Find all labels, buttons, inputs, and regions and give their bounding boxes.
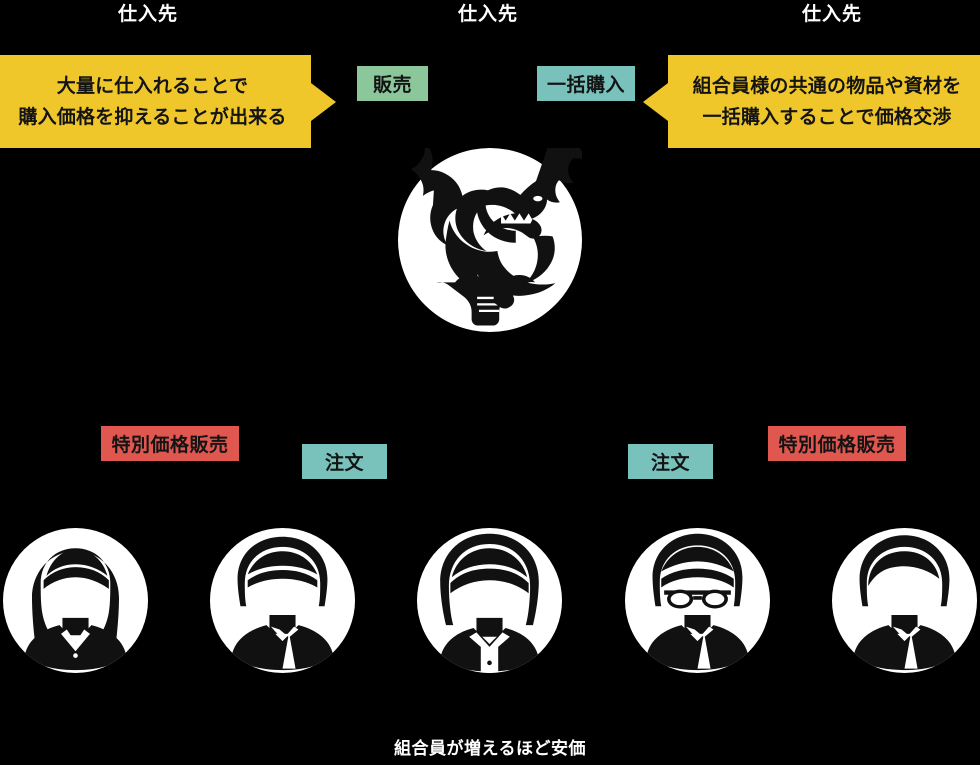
- avatar-man-side-part-suit-icon: [853, 535, 956, 671]
- callout-right-arrow-tip: [643, 83, 668, 121]
- supplier-label-3: 仕入先: [801, 4, 862, 25]
- badge-order-right: 注文: [628, 444, 713, 479]
- avatar-circle: [210, 528, 355, 673]
- badge-special-price-left: 特別価格販売: [101, 426, 239, 461]
- dragon-handshake-icon: [410, 148, 582, 326]
- avatar-circle: [417, 528, 562, 673]
- badge-sell: 販売: [357, 66, 428, 101]
- supplier-label-2: 仕入先: [457, 4, 518, 25]
- supplier-label-1: 仕入先: [117, 4, 178, 25]
- badge-bulk-purchase: 一括購入: [537, 66, 635, 101]
- callout-right: 組合員様の共通の物品や資材を 一括購入することで価格交渉: [643, 55, 980, 148]
- callout-left-line-2: 購入価格を抑えることが出来る: [18, 106, 287, 128]
- badge-special-price-right: 特別価格販売: [768, 426, 906, 461]
- avatar-circle: [832, 528, 977, 673]
- member-avatar-4: [625, 528, 770, 673]
- footer-caption: 組合員が増えるほど安価: [394, 739, 586, 758]
- avatar-circle: [625, 528, 770, 673]
- member-avatar-5: [832, 528, 977, 673]
- avatar-man-glasses-suit-icon: [646, 533, 749, 671]
- callout-right-line-2: 一括購入することで価格交渉: [702, 106, 952, 128]
- avatar-woman-long-hair-icon: [24, 548, 127, 671]
- callout-right-line-1: 組合員様の共通の物品や資材を: [692, 75, 962, 97]
- center-logo: [398, 148, 582, 332]
- member-avatar-1: [3, 528, 148, 673]
- callout-left-arrow-tip: [311, 83, 336, 121]
- callout-left-line-1: 大量に仕入れることで: [56, 75, 249, 97]
- avatar-woman-bob-hair-blouse-icon: [440, 533, 539, 673]
- member-avatar-3: [417, 528, 562, 673]
- callout-left: 大量に仕入れることで 購入価格を抑えることが出来る: [0, 55, 336, 148]
- member-avatar-2: [210, 528, 355, 673]
- avatar-circle: [3, 528, 148, 673]
- badge-order-left: 注文: [302, 444, 387, 479]
- glasses-icon: [664, 589, 731, 609]
- avatar-man-short-hair-suit-icon: [231, 536, 334, 671]
